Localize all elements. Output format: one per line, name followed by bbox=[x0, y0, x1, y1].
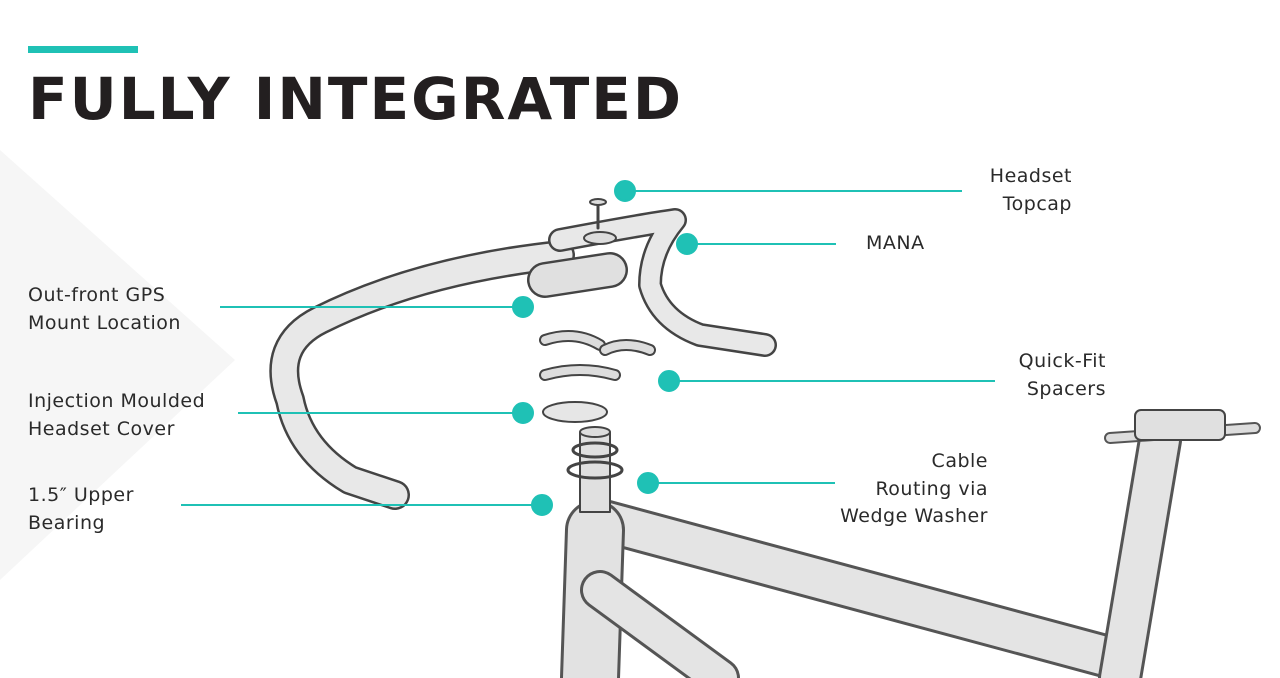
label-line: Bearing bbox=[28, 511, 106, 534]
label-line: Cable bbox=[931, 450, 988, 472]
callout-dot-bearing bbox=[531, 494, 553, 516]
label-line: Injection Moulded bbox=[28, 390, 206, 412]
label-headset-cover: Injection Moulded Headset Cover bbox=[28, 388, 205, 443]
label-upper-bearing: 1.5″ Upper Bearing bbox=[28, 482, 134, 537]
headset-cover bbox=[542, 401, 608, 423]
callout-dot-spacers bbox=[658, 370, 680, 392]
label-line: Quick-Fit bbox=[1018, 350, 1106, 372]
callout-dot-cover bbox=[512, 402, 534, 424]
label-mana: MANA bbox=[866, 230, 925, 258]
label-line: 1.5″ Upper bbox=[28, 484, 134, 506]
callout-dot-mana bbox=[676, 233, 698, 255]
label-line: Mount Location bbox=[28, 311, 181, 334]
label-line: Headset Cover bbox=[28, 417, 175, 440]
callout-dot-cable bbox=[637, 472, 659, 494]
background-chevron bbox=[0, 150, 235, 580]
label-line: MANA bbox=[866, 232, 925, 254]
label-line: Spacers bbox=[1026, 377, 1106, 400]
label-line: Wedge Washer bbox=[840, 505, 988, 527]
page-title: FULLY INTEGRATED bbox=[28, 65, 684, 133]
label-spacers: Quick-Fit Spacers bbox=[1019, 348, 1106, 403]
label-cable-routing: Cable Routing via Wedge Washer bbox=[840, 448, 988, 531]
callout-dot-gps bbox=[512, 296, 534, 318]
label-line: Routing via bbox=[875, 477, 988, 500]
label-line: Headset bbox=[989, 165, 1072, 187]
label-headset-topcap: Headset Topcap bbox=[990, 163, 1072, 218]
label-line: Out-front GPS bbox=[28, 284, 166, 306]
label-gps-mount: Out-front GPS Mount Location bbox=[28, 282, 181, 337]
title-accent-bar bbox=[28, 46, 138, 53]
bearing bbox=[566, 460, 624, 480]
steerer bbox=[579, 431, 611, 513]
callout-dot-topcap bbox=[614, 180, 636, 202]
label-line: Topcap bbox=[1002, 192, 1072, 215]
